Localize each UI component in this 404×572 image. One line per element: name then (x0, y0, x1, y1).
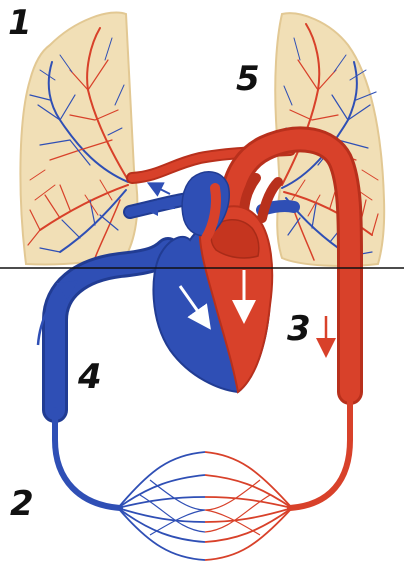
vena-cava (55, 250, 168, 410)
systemic-capillaries (55, 392, 350, 560)
label-3: 3 (287, 312, 311, 346)
label-4: 4 (78, 360, 102, 394)
label-2: 2 (10, 487, 34, 521)
label-5: 5 (236, 62, 260, 96)
label-1: 1 (8, 6, 32, 40)
arrow-to-lung (154, 186, 170, 194)
left-lung (20, 12, 137, 264)
